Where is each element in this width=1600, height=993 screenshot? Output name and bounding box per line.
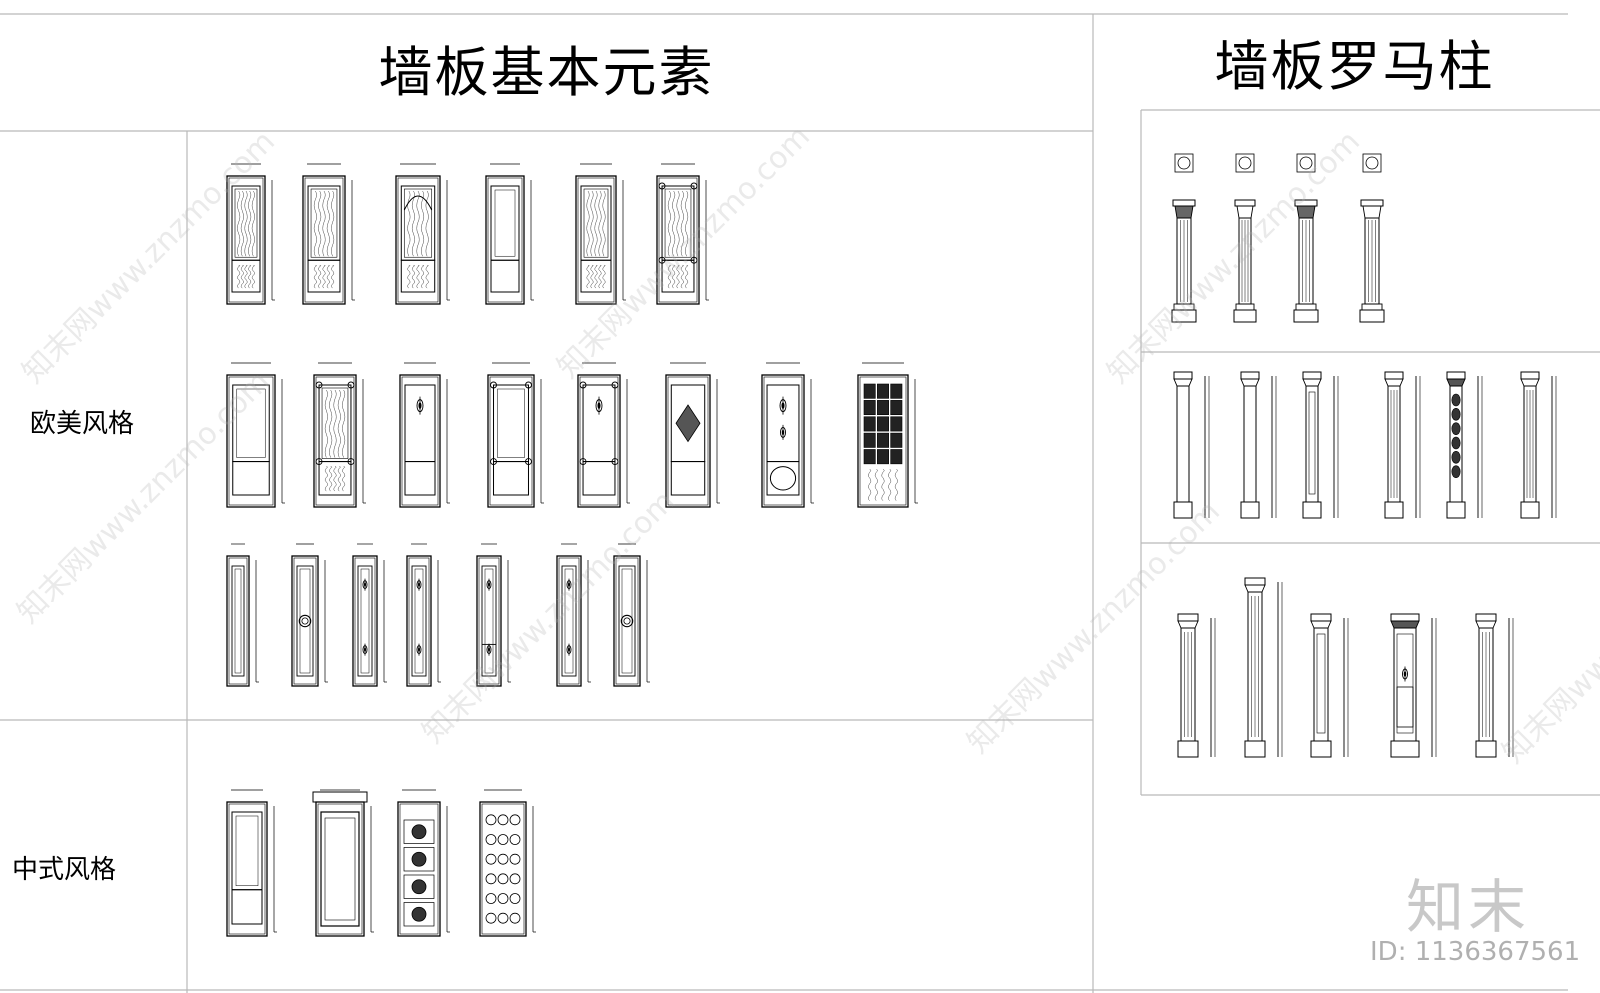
pilaster-row-1 — [1173, 371, 1557, 519]
framed-pilaster — [1310, 613, 1349, 758]
wall-panel-carved-motif — [399, 362, 450, 508]
watermark-id: ID: 1136367561 — [1370, 937, 1581, 967]
wall-panel-narrow-rosette — [613, 543, 650, 687]
section-title-roman-columns: 墙板罗马柱 — [1214, 35, 1495, 98]
wall-panel-wood-grain — [575, 163, 626, 305]
roman-column-row — [1171, 153, 1385, 323]
fluted-column — [1359, 153, 1385, 323]
wall-panel-ornate-carved — [761, 362, 814, 508]
carved-tall-pilaster — [1244, 577, 1283, 758]
wall-panel-floral-frame — [577, 362, 630, 508]
fluted-pilaster — [1475, 613, 1514, 758]
wall-panel-lattice-screen — [479, 789, 536, 937]
euro-panel-row-3 — [226, 543, 650, 687]
doric-column — [1233, 153, 1257, 323]
section-title-wall-panel-elements: 墙板基本元素 — [378, 41, 715, 104]
wall-panel-narrow-ornament — [406, 543, 441, 687]
wall-panel-cornered-wood — [656, 163, 709, 305]
plain-pilaster — [1240, 371, 1277, 519]
euro-panel-row-1 — [226, 163, 709, 305]
wall-panel-medallion — [665, 362, 720, 508]
wall-panel-lattice-squares — [857, 362, 918, 508]
wall-panel-cornered-wood — [313, 362, 366, 508]
wall-panel-narrow-ornament — [556, 543, 591, 687]
wall-panel-plain-frame — [226, 362, 285, 508]
chinese-panel-row — [226, 789, 536, 937]
wall-panel-arched-wood — [395, 163, 450, 305]
ionic-column — [1171, 153, 1197, 323]
euro-panel-row-2 — [226, 362, 918, 508]
wall-panel-wood-grain — [302, 163, 355, 305]
wall-panel-narrow-ornament-split — [476, 543, 511, 687]
wall-panel-narrow-ornament — [352, 543, 387, 687]
corinthian-column — [1293, 153, 1319, 323]
carved-pilaster — [1446, 371, 1483, 519]
wall-panel-carved-border — [312, 789, 374, 937]
row-label-european-style: 欧美风格 — [30, 409, 135, 439]
fluted-pilaster — [1384, 371, 1421, 519]
wall-panel-inset-frame — [485, 163, 534, 305]
wall-panel-roundel-stack — [397, 789, 450, 937]
wall-panel-plain-frame — [226, 789, 277, 937]
wall-panel-narrow-rosette — [291, 543, 328, 687]
wall-panel-wood-grain — [226, 163, 275, 305]
wall-panel-cornered-frame — [487, 362, 544, 508]
wall-panel-narrow-plain — [226, 543, 259, 687]
plain-pilaster — [1173, 371, 1210, 519]
watermark-brand: 知末 — [1406, 873, 1531, 941]
ornate-pilaster — [1390, 613, 1437, 758]
fluted-pilaster — [1520, 371, 1557, 519]
framed-pilaster — [1302, 371, 1339, 519]
sheet-grid — [0, 13, 1600, 993]
row-label-chinese-style: 中式风格 — [12, 855, 117, 885]
fluted-pilaster — [1177, 613, 1216, 758]
pilaster-row-2 — [1177, 577, 1514, 758]
